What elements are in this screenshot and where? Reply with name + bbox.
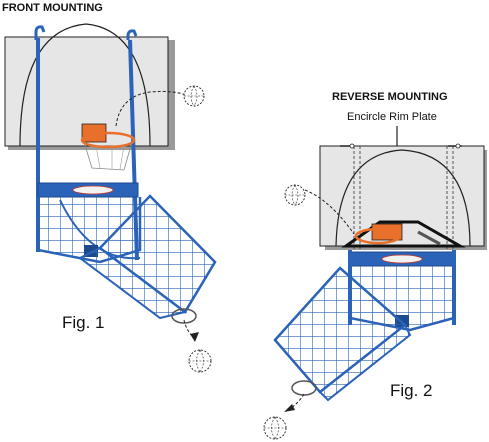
front-mounting-title: FRONT MOUNTING xyxy=(2,2,103,14)
reverse-ball-left xyxy=(284,184,306,206)
front-exit-arrow xyxy=(190,332,199,342)
front-ball-top xyxy=(183,85,205,107)
front-exit-path xyxy=(183,319,195,339)
front-mounting-figure: FRONT MOUNTING xyxy=(2,2,217,373)
encircle-rim-plate xyxy=(341,220,466,248)
front-shot-path xyxy=(115,90,187,127)
front-return-chute xyxy=(78,194,217,324)
front-right-hook xyxy=(126,29,138,40)
front-left-hook xyxy=(34,25,46,40)
reverse-mounting-figure: REVERSE MOUNTING Encircle Rim Plate xyxy=(263,91,487,440)
front-rim xyxy=(80,123,136,171)
reverse-return-chute xyxy=(273,266,412,402)
fig-2-label: Fig. 2 xyxy=(390,381,433,400)
front-backboard xyxy=(4,23,175,150)
reverse-shot-path xyxy=(304,189,355,235)
reverse-mounting-title: REVERSE MOUNTING xyxy=(332,91,448,103)
reverse-exit-arrow xyxy=(284,404,295,412)
front-ball-bottom xyxy=(188,349,212,373)
encircle-rim-plate-callout: Encircle Rim Plate xyxy=(347,111,437,123)
reverse-backboard xyxy=(319,145,487,250)
reverse-ball-bottom xyxy=(263,416,287,440)
fig-1-label: Fig. 1 xyxy=(62,313,105,332)
